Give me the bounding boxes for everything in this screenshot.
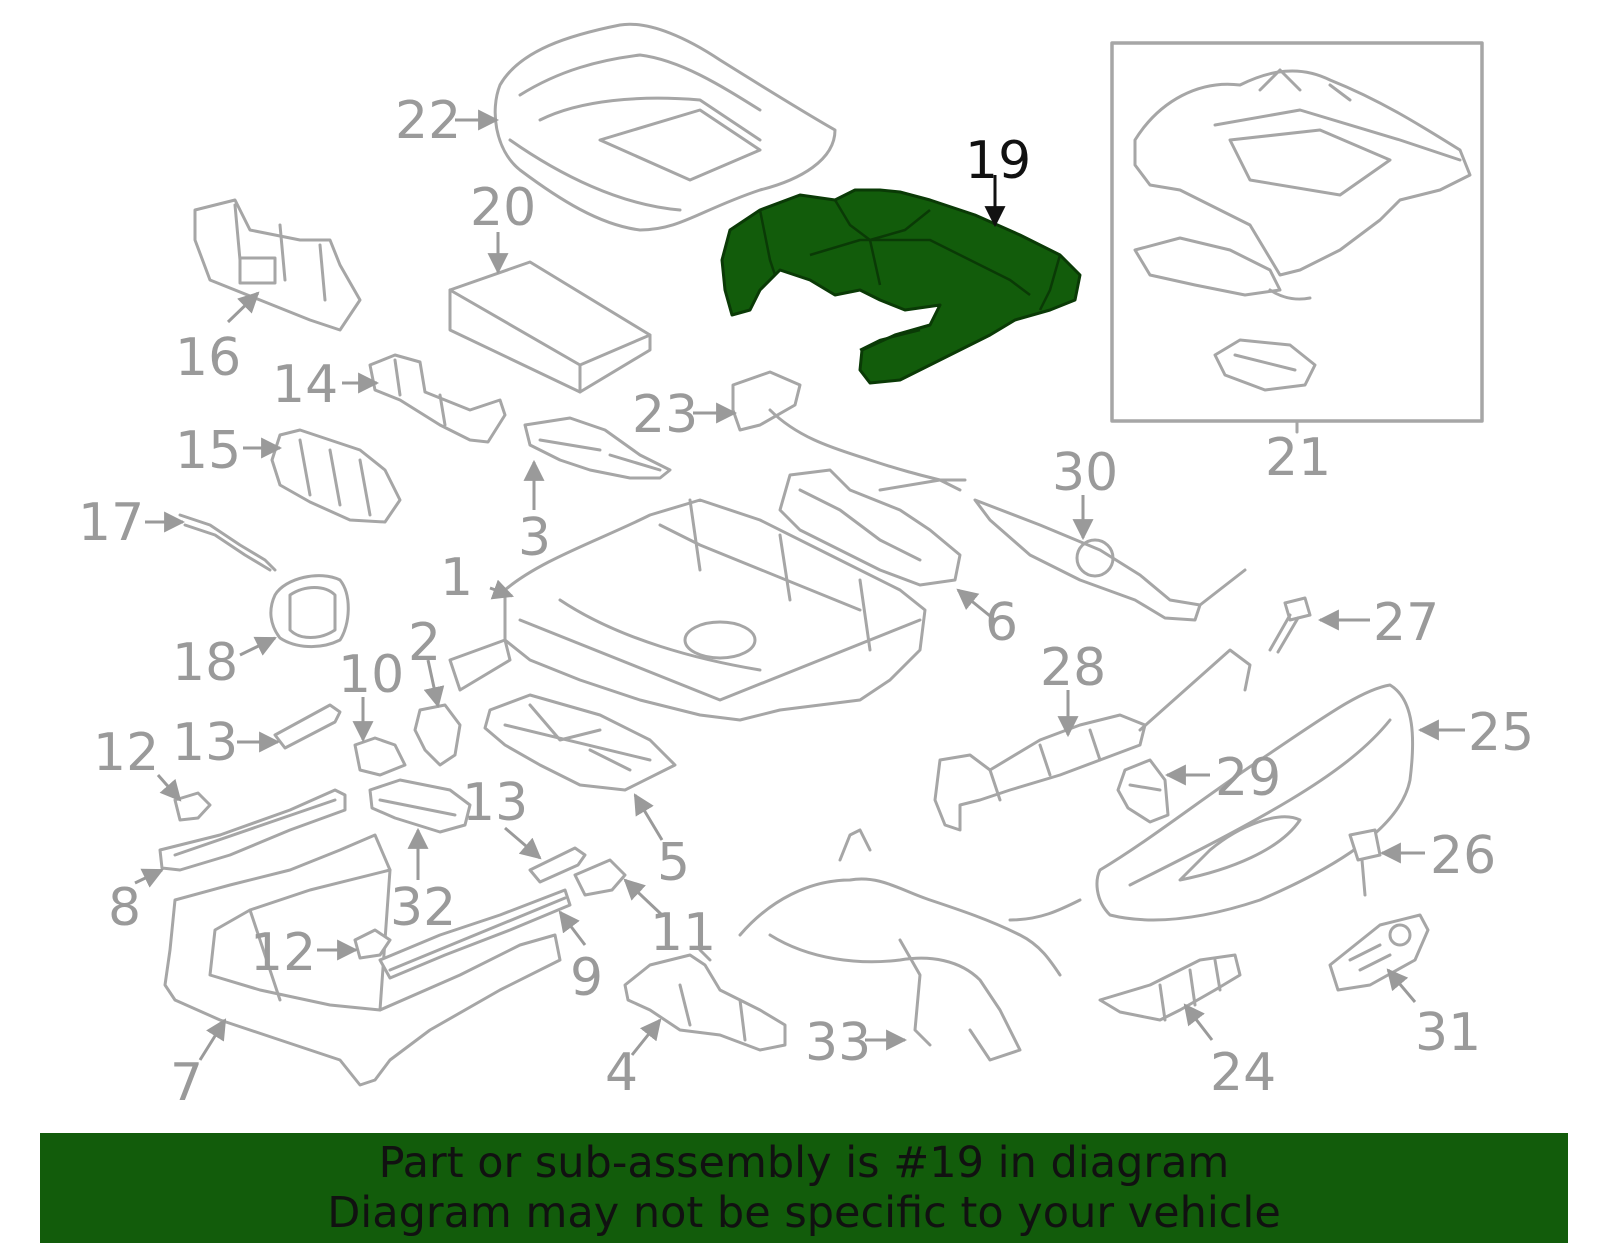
label-30: 31: [1415, 1003, 1481, 1063]
part-16-harness[interactable]: [178, 513, 277, 572]
part-11-clip[interactable]: [573, 858, 627, 897]
label-20: 20: [470, 178, 536, 238]
label-10: 10: [338, 645, 404, 705]
label-13-lower: 13: [462, 773, 528, 833]
label-1: 1: [440, 548, 473, 608]
part-1-seat-frame[interactable]: [448, 498, 927, 722]
part-9-rail[interactable]: [378, 888, 572, 980]
label-24: 22: [395, 91, 461, 151]
part-20-pad[interactable]: [448, 260, 652, 394]
part-6-mechanism[interactable]: [778, 468, 962, 587]
label-19: 19: [965, 131, 1031, 191]
part-4-bracket[interactable]: [623, 948, 787, 1052]
label-25: 25: [1468, 703, 1534, 763]
part-26-clip[interactable]: [1348, 828, 1382, 897]
part-7-lower-frame[interactable]: [163, 833, 562, 1087]
part-12-cap-upper[interactable]: [173, 791, 212, 822]
label-3: 3: [518, 508, 551, 568]
part-28-bolt[interactable]: [1268, 596, 1312, 654]
part-13-pin-lower[interactable]: [528, 846, 587, 884]
label-17: 18: [172, 633, 238, 693]
label-23: 24: [1210, 1043, 1276, 1103]
part-25-shield[interactable]: [1095, 683, 1415, 922]
part-19-foam-pad[interactable]: [720, 188, 1082, 385]
label-16: 17: [78, 493, 144, 553]
label-21: 21: [1265, 428, 1331, 488]
part-24-cushion-cover[interactable]: [493, 22, 837, 232]
part-27-bracket[interactable]: [933, 648, 1252, 832]
part-22-connector[interactable]: [731, 370, 967, 482]
part-2-clip[interactable]: [413, 703, 462, 767]
banner-line-part-number: Part or sub-assembly is #19 in diagram: [378, 1138, 1230, 1188]
part-labels: 22 20 16 14 15 17 18 3 1 23 19 21 30 6 2…: [78, 91, 1534, 1113]
label-14: 14: [272, 355, 338, 415]
info-banner: Part or sub-assembly is #19 in diagram D…: [40, 1133, 1568, 1243]
label-8: 8: [108, 878, 141, 938]
label-27: 28: [1040, 638, 1106, 698]
part-32-module[interactable]: [368, 778, 472, 834]
label-29: 29: [1215, 748, 1281, 808]
label-31: 30: [1052, 443, 1118, 503]
part-15-cover[interactable]: [270, 428, 402, 524]
label-15: 15: [175, 421, 241, 481]
part-18-bracket[interactable]: [193, 198, 362, 332]
label-2: 2: [408, 613, 441, 673]
part-10-clip[interactable]: [353, 736, 407, 777]
part-14-strip[interactable]: [368, 353, 507, 444]
label-7: 7: [170, 1053, 203, 1113]
label-5: 5: [657, 833, 690, 893]
part-23-bracket[interactable]: [1098, 953, 1242, 1022]
label-12-upper: 12: [93, 723, 159, 783]
label-9: 9: [570, 948, 603, 1008]
part-29-bracket[interactable]: [1116, 758, 1170, 824]
part-8-rail[interactable]: [158, 788, 347, 872]
leader-lines: [134, 109, 1465, 1061]
label-12-lower: 12: [250, 923, 316, 983]
label-32: 32: [390, 878, 456, 938]
label-22: 23: [632, 385, 698, 445]
part-21-inset-assembly[interactable]: [1110, 41, 1484, 434]
label-13-upper: 13: [172, 713, 238, 773]
part-17-ring[interactable]: [269, 574, 350, 649]
label-18: 16: [175, 328, 241, 388]
part-13-pin-upper[interactable]: [273, 703, 342, 750]
part-31-plate[interactable]: [973, 498, 1247, 622]
label-11: 11: [650, 903, 716, 963]
label-33: 33: [805, 1013, 871, 1073]
label-26: 26: [1430, 826, 1496, 886]
banner-line-disclaimer: Diagram may not be specific to your vehi…: [327, 1188, 1281, 1238]
label-4: 4: [605, 1043, 638, 1103]
part-33-wiring-harness[interactable]: [738, 828, 1082, 1062]
label-6: 6: [985, 593, 1018, 653]
part-3-module[interactable]: [523, 416, 672, 480]
part-5-tray[interactable]: [483, 693, 677, 792]
label-28: 27: [1373, 593, 1439, 653]
part-30-switch[interactable]: [1328, 913, 1430, 992]
part-12-cap-lower[interactable]: [353, 928, 392, 960]
